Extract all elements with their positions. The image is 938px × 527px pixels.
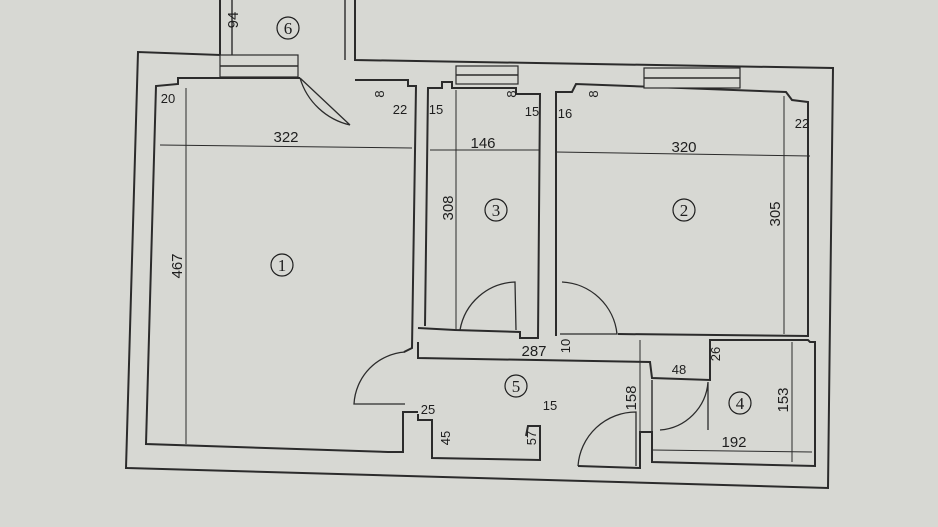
dim-94: 94	[225, 12, 242, 29]
dim-line-322	[159, 144, 413, 149]
room-3-outline	[417, 81, 542, 339]
room-4-circle	[728, 391, 752, 415]
dim-8-c: 8	[586, 90, 601, 97]
dim-322: 322	[273, 129, 298, 146]
dim-line-287	[417, 357, 649, 363]
door-room-3	[459, 281, 517, 331]
dim-20: 20	[161, 91, 175, 106]
room-4-number: 4	[736, 394, 745, 413]
dim-146: 146	[470, 135, 495, 152]
dim-26: 26	[708, 347, 723, 361]
room-2-circle	[672, 198, 696, 222]
room-5-circle	[504, 374, 528, 398]
dim-15-b: 15	[525, 104, 539, 119]
door-room-4	[659, 381, 709, 431]
dim-8-b: 8	[504, 90, 519, 97]
dim-line-192	[651, 449, 813, 453]
dim-15-a: 15	[429, 102, 443, 117]
dim-153: 153	[775, 387, 792, 412]
dim-287: 287	[521, 343, 546, 360]
room-2-outline	[555, 82, 809, 338]
room-1-outline	[144, 77, 418, 453]
door-balcony	[299, 77, 351, 126]
dim-22-a: 22	[393, 102, 407, 117]
dim-192: 192	[721, 434, 746, 451]
dim-22-b: 22	[795, 116, 809, 131]
dim-320: 320	[671, 139, 696, 156]
outer-wall	[124, 0, 835, 490]
room-5-bottom	[417, 414, 541, 462]
door-room-2	[560, 281, 618, 335]
room-6-circle	[276, 16, 300, 40]
dim-305: 305	[767, 201, 784, 226]
dim-467: 467	[169, 253, 186, 278]
room-6-number: 6	[284, 19, 293, 38]
room-1-right-wall	[355, 79, 418, 353]
room-5-outline	[417, 339, 816, 470]
door-entrance	[577, 411, 637, 467]
dim-15-c: 15	[543, 398, 557, 413]
dim-48: 48	[672, 362, 686, 377]
room-1-number: 1	[278, 256, 287, 275]
door-room-1	[353, 351, 406, 405]
dim-10: 10	[558, 339, 573, 353]
dim-line-320	[555, 151, 811, 157]
dim-57: 57	[524, 431, 539, 445]
dim-158: 158	[623, 385, 640, 410]
room-3-number: 3	[492, 201, 501, 220]
dim-16: 16	[558, 106, 572, 121]
dim-25: 25	[421, 402, 435, 417]
dim-308: 308	[440, 195, 457, 220]
room-5-number: 5	[512, 377, 521, 396]
room-3-circle	[484, 198, 508, 222]
room-1-circle	[270, 253, 294, 277]
dim-45: 45	[438, 431, 453, 445]
dim-8-a: 8	[372, 90, 387, 97]
room-2-number: 2	[680, 201, 689, 220]
